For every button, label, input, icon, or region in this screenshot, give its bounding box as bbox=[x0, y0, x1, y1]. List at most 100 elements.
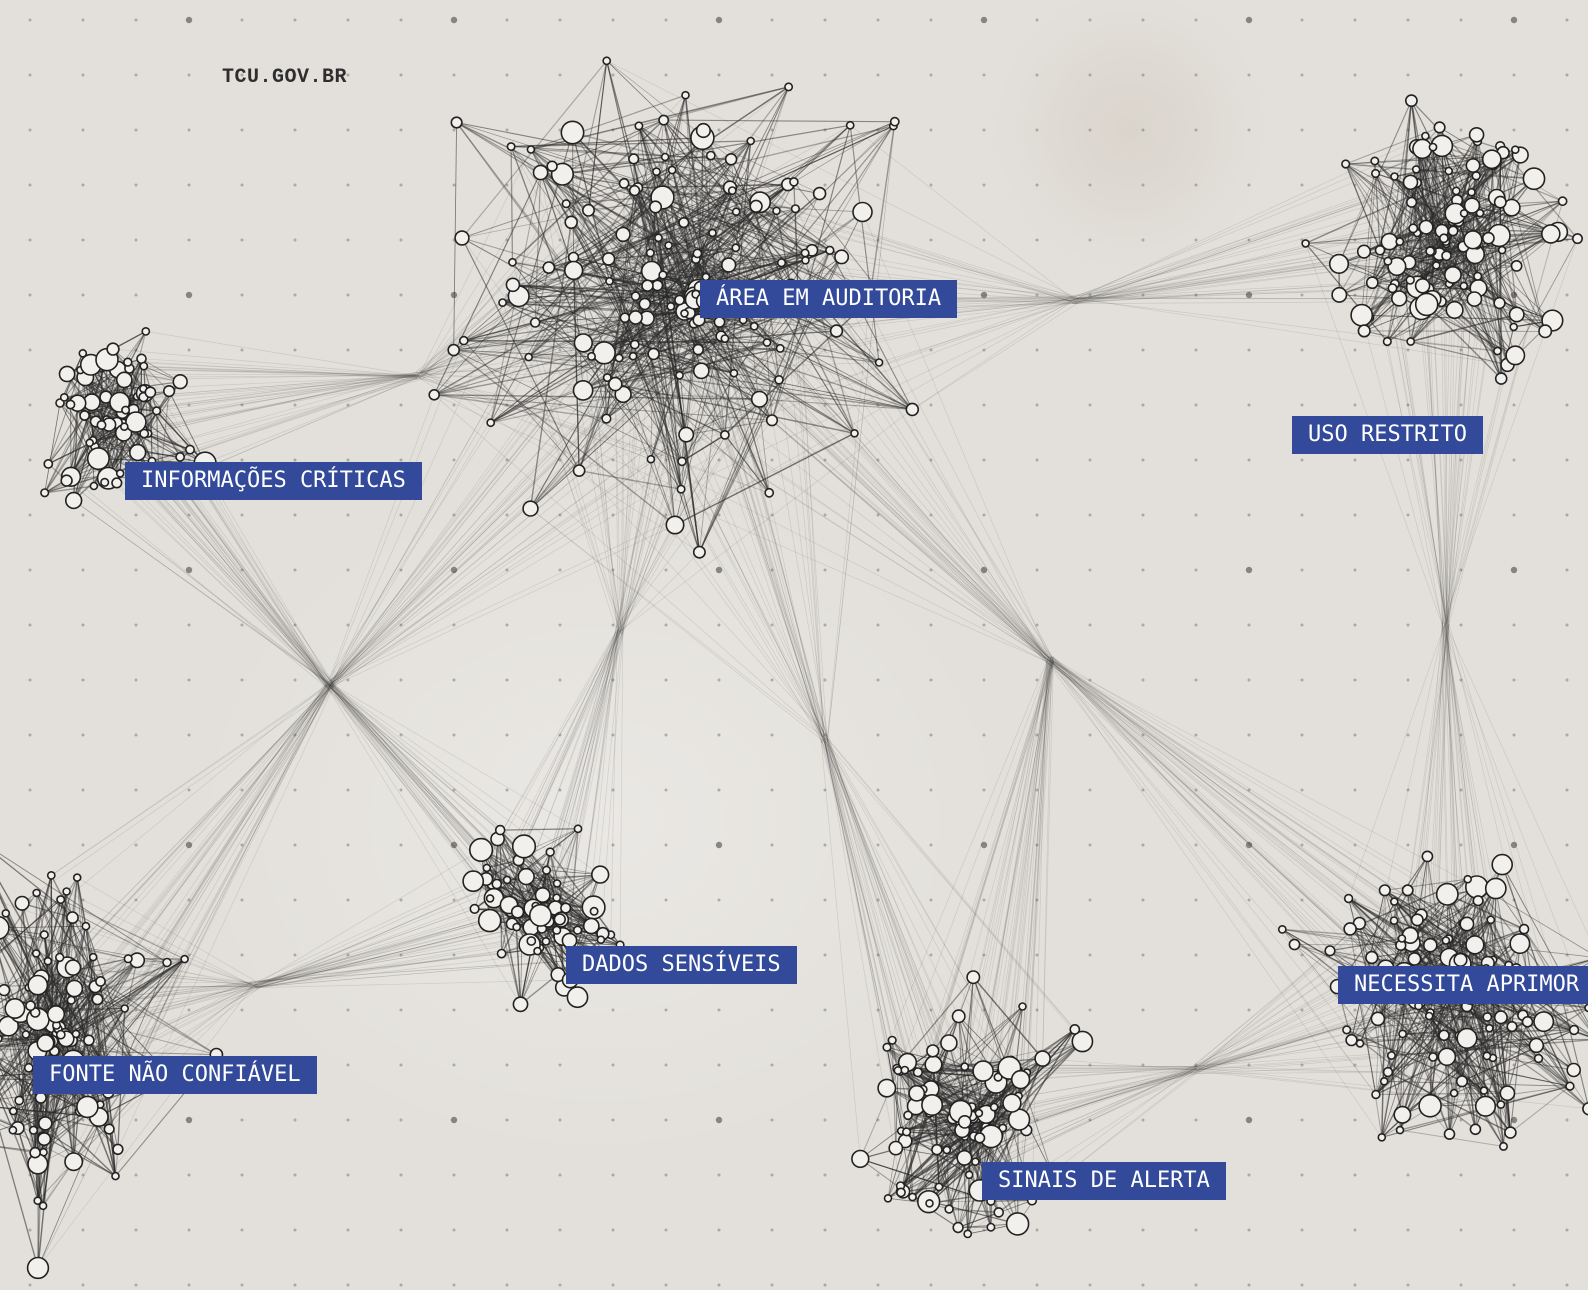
network-node bbox=[564, 215, 579, 230]
network-node bbox=[762, 338, 772, 347]
cluster-label-sinais-de-alerta: SINAIS DE ALERTA bbox=[982, 1162, 1226, 1200]
network-node bbox=[974, 1108, 984, 1118]
network-node bbox=[720, 429, 730, 440]
network-node bbox=[1443, 1128, 1456, 1140]
network-node bbox=[486, 418, 496, 428]
network-node bbox=[0, 983, 11, 997]
network-node bbox=[573, 333, 593, 353]
network-node bbox=[774, 374, 784, 385]
network-node bbox=[28, 1125, 39, 1135]
network-node bbox=[1468, 127, 1485, 143]
network-node bbox=[956, 1149, 973, 1166]
network-node bbox=[607, 376, 623, 392]
network-node bbox=[524, 352, 534, 362]
network-node bbox=[510, 905, 525, 919]
network-node bbox=[123, 954, 133, 964]
network-node bbox=[628, 310, 643, 325]
network-node bbox=[1497, 245, 1507, 255]
network-node bbox=[1449, 1088, 1459, 1098]
network-node bbox=[462, 870, 485, 893]
network-node bbox=[1324, 945, 1336, 957]
network-node bbox=[592, 341, 616, 365]
network-node bbox=[162, 957, 172, 968]
network-node bbox=[931, 1143, 943, 1156]
network-node bbox=[883, 1194, 893, 1203]
network-node bbox=[129, 443, 147, 462]
network-node bbox=[1421, 131, 1430, 141]
network-node bbox=[89, 481, 99, 491]
network-node bbox=[81, 921, 91, 931]
network-node bbox=[1481, 149, 1502, 170]
network-node bbox=[618, 177, 630, 189]
network-node bbox=[115, 469, 125, 478]
network-node bbox=[1438, 1029, 1450, 1042]
network-node bbox=[974, 1132, 986, 1144]
network-node bbox=[1328, 253, 1350, 274]
network-node bbox=[91, 993, 104, 1006]
network-node bbox=[552, 893, 562, 903]
network-node bbox=[38, 1201, 48, 1211]
network-node bbox=[1382, 336, 1392, 347]
network-node bbox=[582, 917, 600, 935]
network-node bbox=[908, 1192, 917, 1202]
network-node bbox=[1421, 850, 1434, 863]
network-node bbox=[1410, 913, 1424, 927]
cluster-area-em-auditoria bbox=[428, 56, 920, 559]
network-node bbox=[708, 228, 717, 238]
network-node bbox=[573, 824, 583, 834]
network-node bbox=[485, 894, 495, 903]
network-node bbox=[9, 1106, 18, 1116]
network-node bbox=[1407, 952, 1422, 966]
network-node bbox=[534, 886, 551, 903]
network-node bbox=[572, 925, 583, 935]
network-node bbox=[628, 153, 640, 165]
network-node bbox=[79, 410, 90, 421]
network-node bbox=[957, 1115, 972, 1129]
network-node bbox=[545, 847, 555, 857]
network-node bbox=[1390, 290, 1408, 307]
network-node bbox=[477, 908, 502, 933]
network-node bbox=[851, 1149, 870, 1169]
network-node bbox=[1451, 186, 1461, 196]
network-node bbox=[776, 258, 787, 268]
network-node bbox=[966, 970, 981, 985]
cluster-dados-sensiveis bbox=[462, 824, 625, 1013]
network-node bbox=[450, 116, 463, 129]
network-node bbox=[58, 365, 76, 383]
network-node bbox=[1505, 345, 1526, 366]
network-node bbox=[1435, 882, 1459, 906]
network-node bbox=[1408, 223, 1419, 234]
network-node bbox=[78, 348, 88, 358]
network-node bbox=[1350, 303, 1374, 327]
network-node bbox=[1496, 1100, 1506, 1109]
network-node bbox=[528, 903, 552, 927]
network-node bbox=[772, 206, 781, 216]
network-node bbox=[496, 948, 507, 959]
network-node bbox=[43, 956, 53, 966]
cluster-label-dados-sensiveis: DADOS SENSÍVEIS bbox=[566, 946, 797, 984]
network-node bbox=[1377, 1133, 1387, 1142]
network-node bbox=[628, 184, 641, 197]
network-node bbox=[912, 1067, 924, 1078]
network-node bbox=[1371, 1089, 1381, 1100]
network-node bbox=[1437, 1047, 1457, 1067]
network-node bbox=[1494, 372, 1508, 385]
network-node bbox=[37, 1116, 53, 1131]
network-node bbox=[901, 1127, 912, 1137]
network-node bbox=[125, 411, 147, 433]
network-node bbox=[1343, 893, 1354, 904]
network-node bbox=[629, 339, 640, 350]
network-node bbox=[829, 324, 844, 338]
network-node bbox=[1445, 300, 1464, 320]
network-node bbox=[667, 165, 677, 175]
network-node bbox=[72, 873, 82, 882]
network-node bbox=[1459, 916, 1475, 932]
network-node bbox=[1568, 1024, 1580, 1036]
network-node bbox=[0, 916, 10, 940]
network-node bbox=[628, 351, 638, 361]
network-node bbox=[614, 353, 624, 363]
network-node bbox=[845, 120, 855, 130]
network-node bbox=[512, 922, 522, 932]
network-node bbox=[533, 946, 542, 956]
network-node bbox=[1387, 256, 1407, 277]
